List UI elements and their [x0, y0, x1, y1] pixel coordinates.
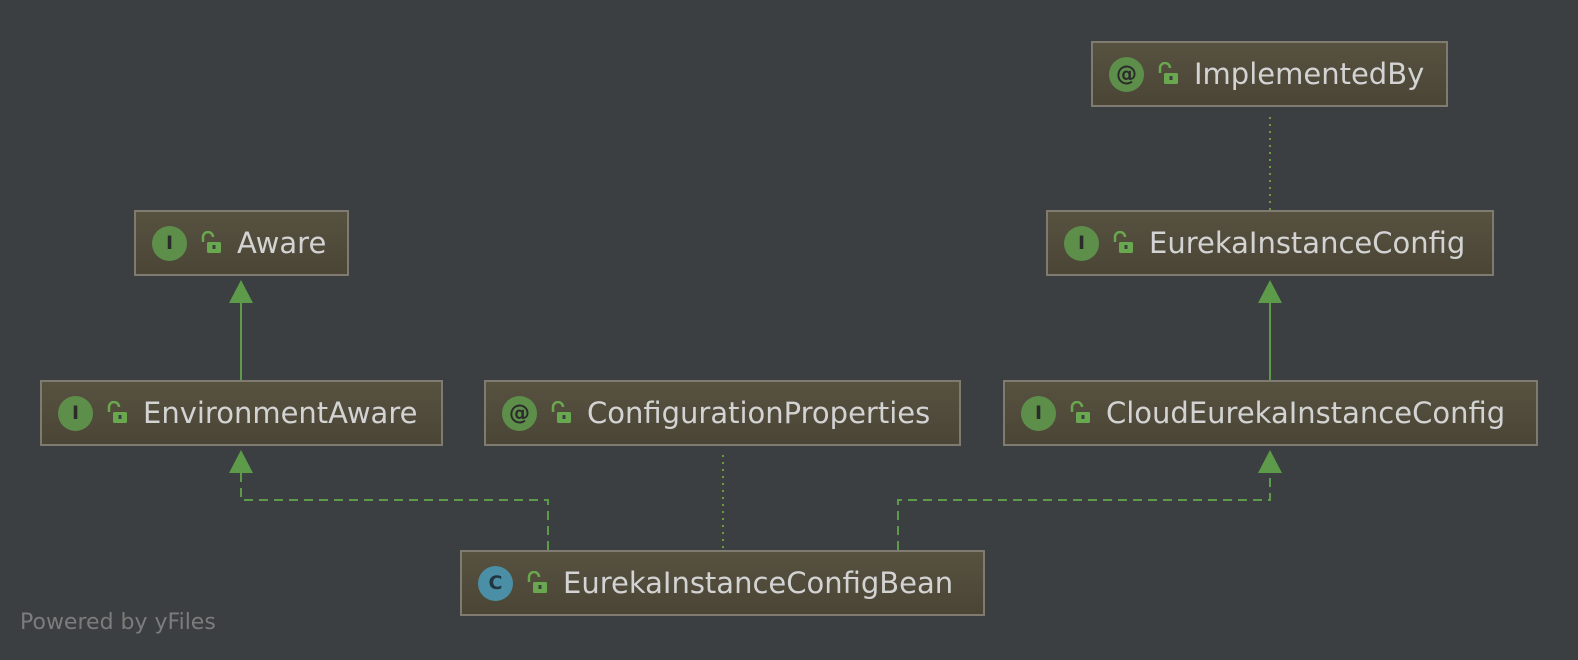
node-eurekainstanceconfigbean[interactable]: C EurekaInstanceConfigBean [460, 550, 985, 616]
node-environmentaware[interactable]: I EnvironmentAware [40, 380, 443, 446]
node-label: ImplementedBy [1194, 56, 1425, 91]
interface-icon: I [1021, 395, 1056, 431]
arrowhead-cloudeurekainstanceconfig [1258, 450, 1282, 473]
node-eurekainstanceconfig[interactable]: I EurekaInstanceConfig [1046, 210, 1494, 276]
interface-icon: I [1064, 225, 1099, 261]
node-label: EurekaInstanceConfigBean [563, 565, 954, 600]
node-implementedby[interactable]: @ ImplementedBy [1091, 41, 1448, 107]
unlocked-public-icon [1158, 62, 1178, 84]
arrowhead-eurekainstanceconfig [1258, 280, 1282, 303]
node-cloudeurekainstanceconfig[interactable]: I CloudEurekaInstanceConfig [1003, 380, 1538, 446]
unlocked-public-icon [201, 231, 221, 253]
edge-bean-to-environmentaware [240, 470, 549, 550]
unlocked-public-icon [527, 571, 547, 593]
arrowhead-environmentaware [229, 450, 253, 473]
node-label: CloudEurekaInstanceConfig [1106, 395, 1506, 430]
node-configurationproperties[interactable]: @ ConfigurationProperties [484, 380, 961, 446]
annotation-icon: @ [1109, 56, 1144, 92]
annotation-icon: @ [502, 395, 537, 431]
unlocked-public-icon [107, 401, 127, 423]
arrowhead-aware [229, 280, 253, 303]
powered-by-footer: Powered by yFiles [20, 610, 216, 635]
unlocked-public-icon [1113, 231, 1133, 253]
interface-icon: I [152, 225, 187, 261]
interface-icon: I [58, 395, 93, 431]
unlocked-public-icon [551, 401, 571, 423]
node-label: ConfigurationProperties [587, 395, 931, 430]
node-label: EnvironmentAware [143, 395, 418, 430]
edge-bean-to-cloudeurekainstanceconfig [897, 470, 1271, 550]
node-label: Aware [237, 225, 327, 260]
unlocked-public-icon [1070, 401, 1090, 423]
class-icon: C [478, 565, 513, 601]
node-label: EurekaInstanceConfig [1149, 225, 1466, 260]
node-aware[interactable]: I Aware [134, 210, 349, 276]
